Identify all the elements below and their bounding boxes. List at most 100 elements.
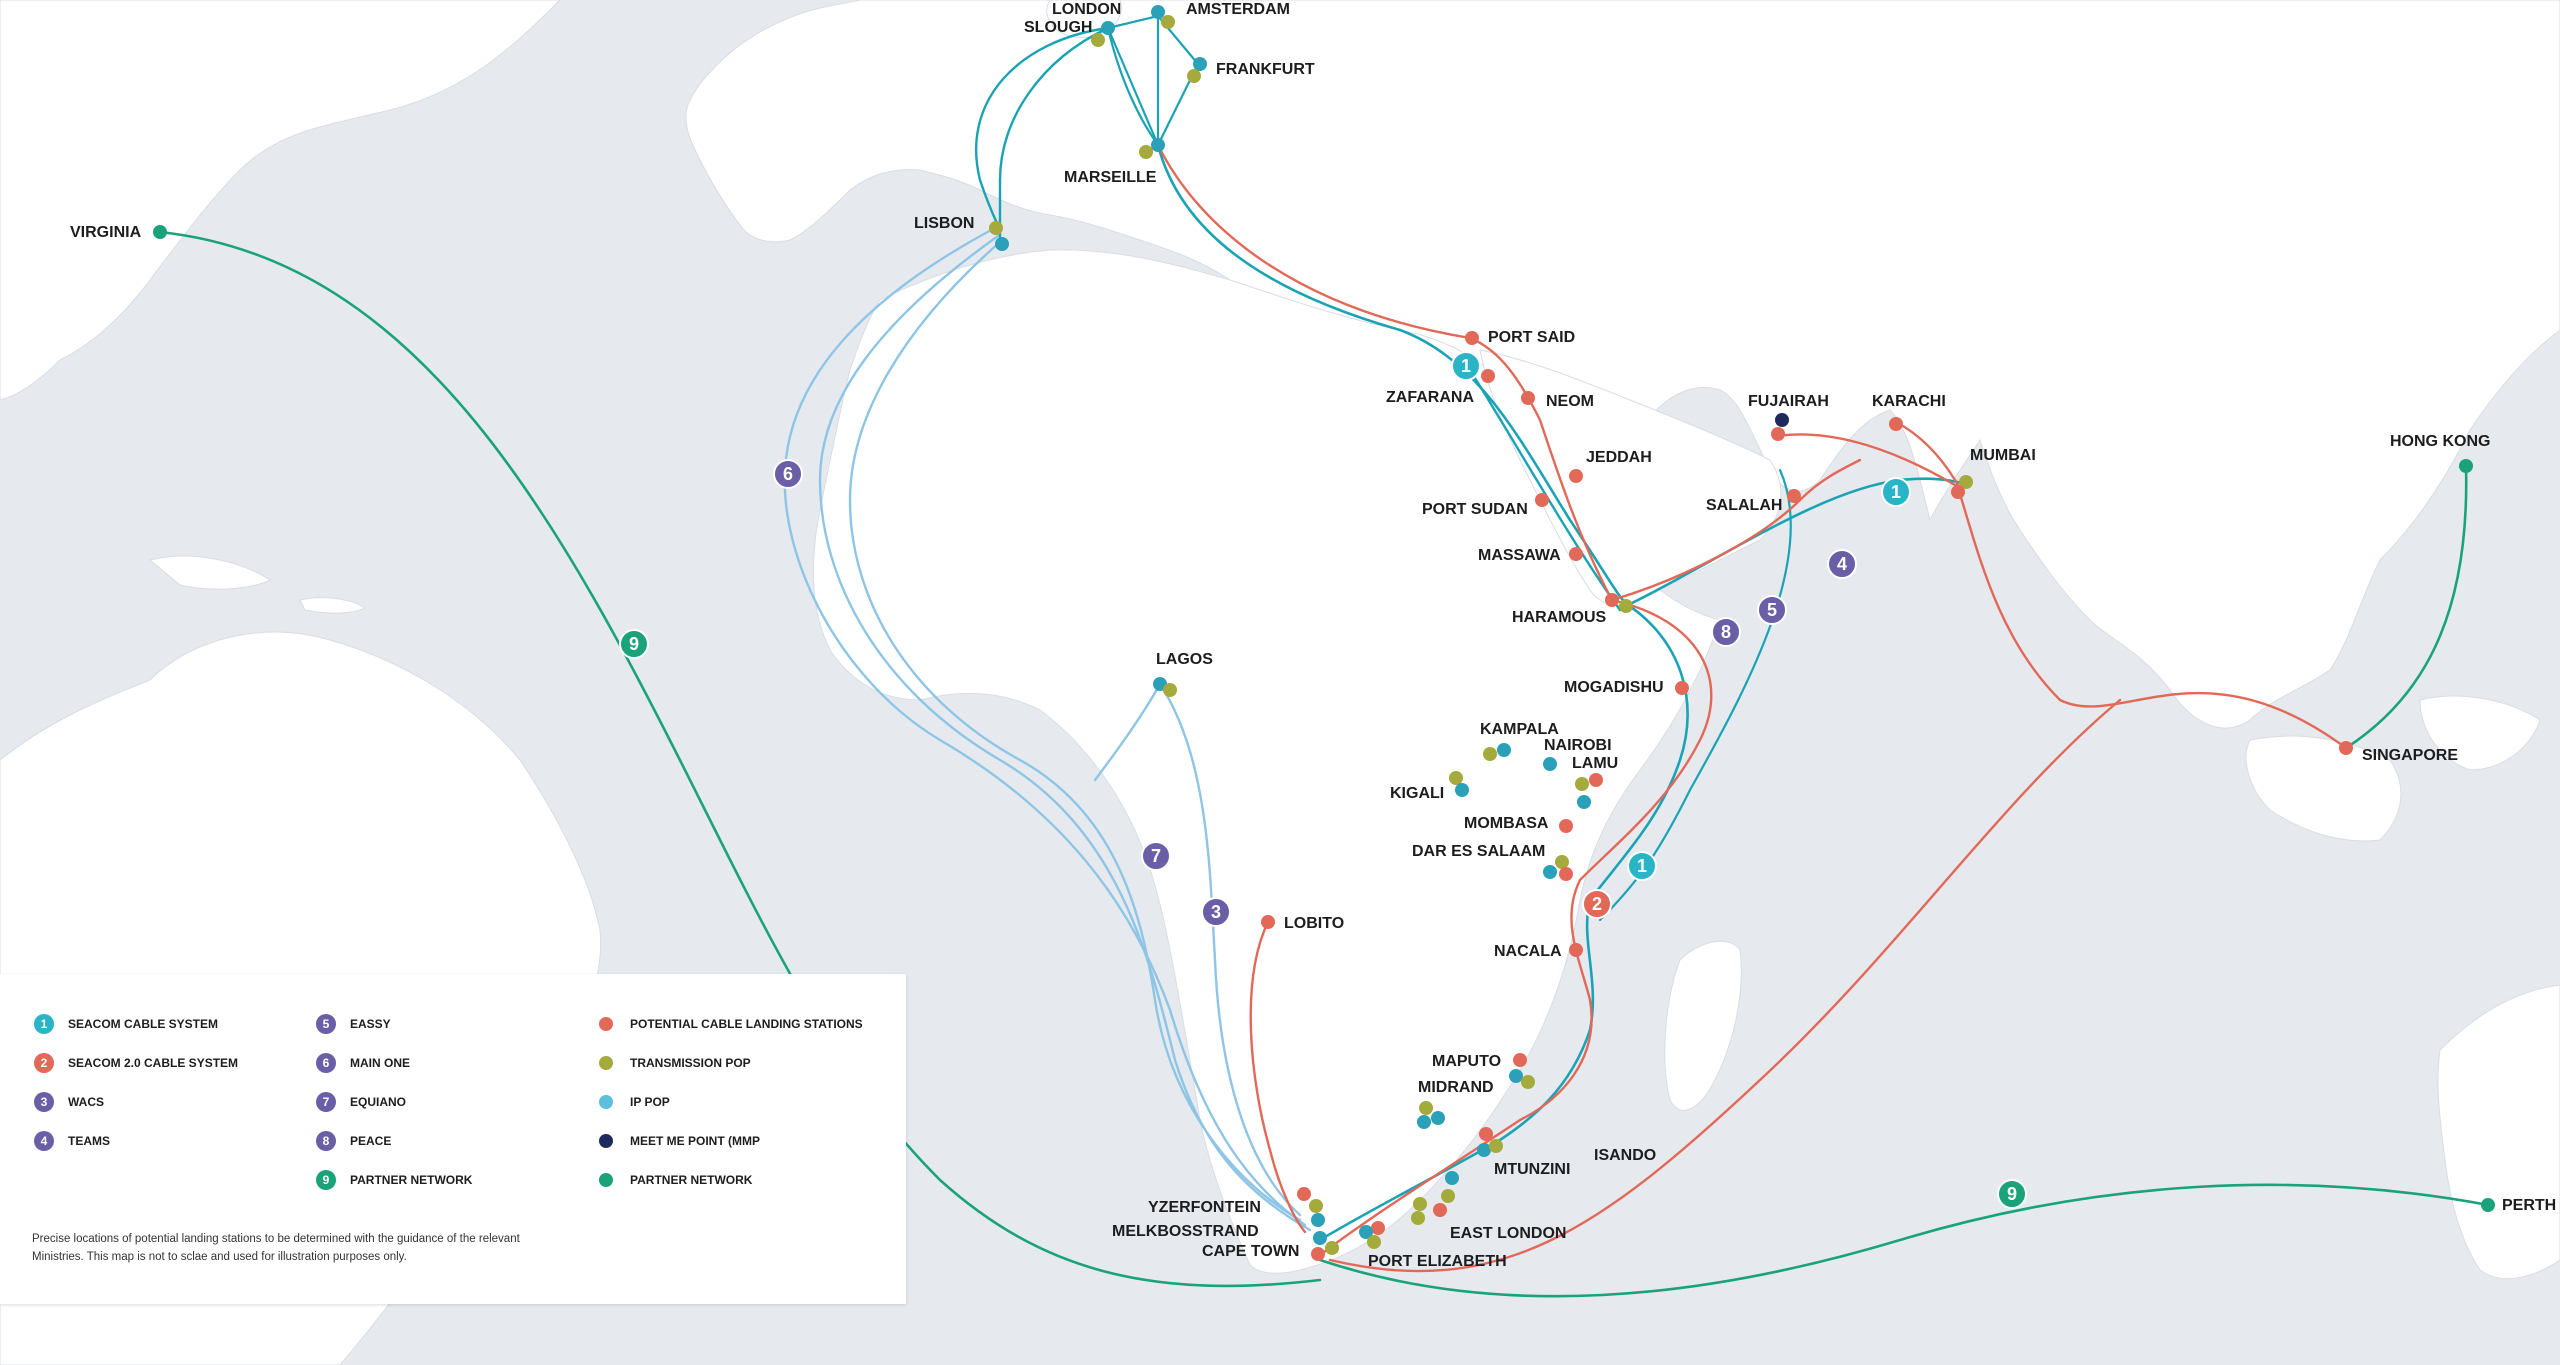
singapore-landing[interactable] — [2339, 741, 2353, 755]
portelizabeth-transmission-pop[interactable] — [1411, 1211, 1425, 1225]
eastlondon-ip-pop[interactable] — [1445, 1171, 1459, 1185]
capetown-landing[interactable] — [1311, 1247, 1325, 1261]
lisbon-transmission-pop[interactable] — [989, 221, 1003, 235]
portsudan-landing[interactable] — [1535, 493, 1549, 507]
label-portelizabeth: PORT ELIZABETH — [1368, 1253, 1507, 1270]
mtunzini-transmission-pop[interactable] — [1489, 1139, 1503, 1153]
jeddah-landing[interactable] — [1569, 469, 1583, 483]
amsterdam-transmission-pop[interactable] — [1161, 15, 1175, 29]
cable-badge-7[interactable]: 7 — [1141, 841, 1171, 871]
cable-badge-6[interactable]: 6 — [773, 459, 803, 489]
eastlondon-landing[interactable] — [1433, 1203, 1447, 1217]
mombasa-ip-pop[interactable] — [1577, 795, 1591, 809]
lamu-landing[interactable] — [1589, 773, 1603, 787]
partner-cable-hongkong[interactable] — [2344, 464, 2468, 750]
wacs-cable[interactable] — [818, 234, 1312, 1232]
fujairah-landing[interactable] — [1771, 427, 1785, 441]
daressalaam-ip-pop[interactable] — [1543, 865, 1557, 879]
cable-badge-number: 9 — [2007, 1184, 2017, 1204]
slough-transmission-pop[interactable] — [1091, 33, 1105, 47]
hongkong-partner-point[interactable] — [2459, 459, 2473, 473]
seacom2-north-cable[interactable] — [1156, 143, 1614, 602]
virginia-partner-point[interactable] — [153, 225, 167, 239]
lamu-transmission-pop[interactable] — [1575, 777, 1589, 791]
london-ip-pop[interactable] — [1101, 21, 1115, 35]
marseille-ip-pop[interactable] — [1151, 138, 1165, 152]
seacom-east-africa-cable[interactable] — [1318, 603, 1689, 1242]
massawa-landing[interactable] — [1569, 547, 1583, 561]
portelizabeth-landing[interactable] — [1371, 1221, 1385, 1235]
partner-cable-virginia[interactable] — [158, 230, 1322, 1288]
amsterdam-ip-pop[interactable] — [1151, 5, 1165, 19]
europe-mesh-cables[interactable] — [1106, 14, 1200, 147]
lagos-transmission-pop[interactable] — [1163, 683, 1177, 697]
melkbosstrand-ip-pop[interactable] — [1311, 1213, 1325, 1227]
midrand-transmission-pop[interactable] — [1419, 1101, 1433, 1115]
daressalaam-landing[interactable] — [1559, 867, 1573, 881]
cable-badge-1[interactable]: 1 — [1451, 351, 1481, 381]
kampala-transmission-pop[interactable] — [1483, 747, 1497, 761]
nacala-landing[interactable] — [1569, 943, 1583, 957]
cable-badge-number: 1 — [1461, 356, 1471, 376]
portelizabeth-ip-pop[interactable] — [1359, 1225, 1373, 1239]
equiano-cable[interactable] — [848, 240, 1302, 1222]
europe-cable-loops[interactable] — [974, 26, 1110, 240]
seacom2-lobito-cable[interactable] — [1249, 920, 1307, 1234]
frankfurt-transmission-pop[interactable] — [1187, 69, 1201, 83]
maputo-landing[interactable] — [1513, 1053, 1527, 1067]
seacom2-south-cable[interactable] — [1318, 598, 1713, 1257]
cable-badge-circle — [1827, 549, 1857, 579]
maputo-ip-pop[interactable] — [1509, 1069, 1523, 1083]
yzerfontein-landing[interactable] — [1297, 1187, 1311, 1201]
eastlondon-transmission-pop[interactable] — [1441, 1189, 1455, 1203]
kigali-ip-pop[interactable] — [1455, 783, 1469, 797]
isando-landing[interactable] — [1479, 1127, 1493, 1141]
mumbai-transmission-pop[interactable] — [1959, 475, 1973, 489]
portelizabeth-transmission-pop-2[interactable] — [1367, 1235, 1381, 1249]
isando-ip-pop[interactable] — [1431, 1111, 1445, 1125]
kampala-ip-pop[interactable] — [1497, 743, 1511, 757]
cable-badge-8[interactable]: 8 — [1711, 617, 1741, 647]
lagos-spur-cable[interactable] — [1093, 682, 1302, 1217]
partner-cable-perth[interactable] — [1318, 1183, 2490, 1298]
yzerfontein-transmission-pop[interactable] — [1309, 1199, 1323, 1213]
mumbai-landing[interactable] — [1951, 485, 1965, 499]
cable-badge-5[interactable]: 5 — [1757, 595, 1787, 625]
kigali-transmission-pop[interactable] — [1449, 771, 1463, 785]
portsaid-landing[interactable] — [1465, 331, 1479, 345]
seacom2-australia-cable[interactable] — [1328, 698, 2122, 1273]
fujairah-mmp[interactable] — [1775, 413, 1789, 427]
mogadishu-landing[interactable] — [1675, 681, 1689, 695]
cable-badge-2[interactable]: 2 — [1582, 889, 1612, 919]
lisbon-ip-pop[interactable] — [995, 237, 1009, 251]
zafarana-landing[interactable] — [1481, 369, 1495, 383]
karachi-landing[interactable] — [1889, 417, 1903, 431]
eastlondon-transmission-pop-2[interactable] — [1413, 1197, 1427, 1211]
salalah-landing[interactable] — [1787, 489, 1801, 503]
cable-badge-9[interactable]: 9 — [619, 629, 649, 659]
mainone-cable[interactable] — [783, 226, 1307, 1227]
seacom2-singapore-cable[interactable] — [1958, 492, 2348, 750]
cable-badge-1[interactable]: 1 — [1881, 477, 1911, 507]
cable-badge-1[interactable]: 1 — [1627, 851, 1657, 881]
nairobi-ip-pop[interactable] — [1543, 757, 1557, 771]
neom-landing[interactable] — [1521, 391, 1535, 405]
haramous-landing[interactable] — [1605, 593, 1619, 607]
caribbean-landmass — [148, 555, 367, 614]
frankfurt-ip-pop[interactable] — [1193, 57, 1207, 71]
mombasa-landing[interactable] — [1559, 819, 1573, 833]
cable-badge-3[interactable]: 3 — [1201, 897, 1231, 927]
daressalaam-transmission-pop[interactable] — [1555, 855, 1569, 869]
legend-disclaimer: Precise locations of potential landing s… — [32, 1233, 520, 1263]
mtunzini-ip-pop[interactable] — [1477, 1143, 1491, 1157]
cable-badge-9[interactable]: 9 — [1997, 1179, 2027, 1209]
lobito-landing[interactable] — [1261, 915, 1275, 929]
melkbosstrand-ip-pop-2[interactable] — [1313, 1231, 1327, 1245]
perth-partner-point[interactable] — [2481, 1198, 2495, 1212]
midrand-ip-pop[interactable] — [1417, 1115, 1431, 1129]
haramous-transmission-pop[interactable] — [1619, 599, 1633, 613]
cable-badge-4[interactable]: 4 — [1827, 549, 1857, 579]
maputo-transmission-pop[interactable] — [1521, 1075, 1535, 1089]
capetown-transmission-pop[interactable] — [1325, 1241, 1339, 1255]
marseille-transmission-pop[interactable] — [1139, 145, 1153, 159]
